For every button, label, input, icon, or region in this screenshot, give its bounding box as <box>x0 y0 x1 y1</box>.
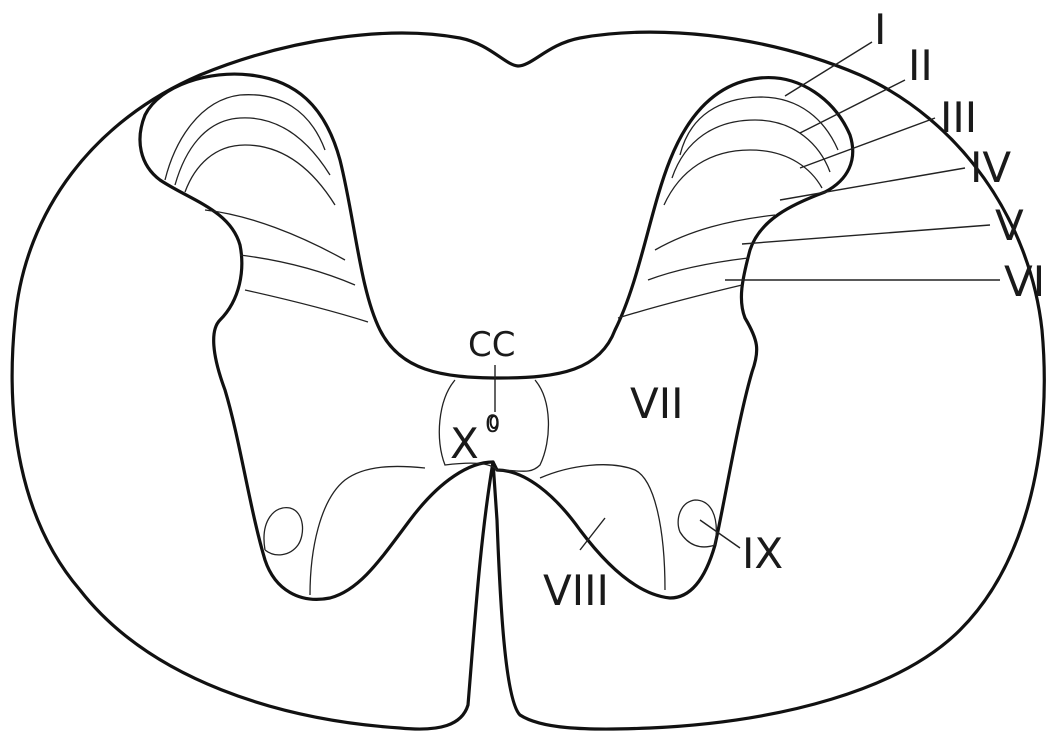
leader-I <box>785 42 872 96</box>
left-lamina-line-3 <box>185 145 335 205</box>
right-lamina-ix-nucleus <box>678 500 716 547</box>
label-lamina-IV: IV <box>970 143 1011 192</box>
leader-II <box>800 80 905 133</box>
label-lamina-I: I <box>874 5 886 54</box>
label-lamina-IX: IX <box>742 529 783 578</box>
label-lamina-X: X <box>450 419 479 468</box>
left-lamina-ix-nucleus <box>264 508 303 555</box>
left-lamina-line-5 <box>240 255 355 285</box>
right-lamina-line-4 <box>655 215 775 250</box>
label-lamina-X-superscript: 0 <box>485 410 500 438</box>
label-lamina-VI: VI <box>1004 257 1045 306</box>
label-central-canal: CC <box>468 325 515 365</box>
left-laminae <box>165 95 368 322</box>
left-lamina-line-4 <box>205 210 345 260</box>
label-lamina-V: V <box>995 201 1024 250</box>
outer-outline <box>12 32 1044 729</box>
leader-V <box>742 225 990 244</box>
right-lamina-line-6 <box>618 285 742 318</box>
leader-III <box>800 118 935 168</box>
label-lamina-VII: VII <box>630 379 684 428</box>
label-lamina-III: III <box>940 93 977 142</box>
left-lamina-line-1 <box>165 95 325 180</box>
leader-lines <box>495 42 1000 550</box>
leader-IV <box>780 168 965 200</box>
left-lamina-line-2 <box>175 118 330 185</box>
label-lamina-VIII: VIII <box>543 566 609 615</box>
left-lamina-line-6 <box>245 290 368 322</box>
label-lamina-II: II <box>908 41 933 90</box>
right-lamina-line-5 <box>648 258 748 280</box>
